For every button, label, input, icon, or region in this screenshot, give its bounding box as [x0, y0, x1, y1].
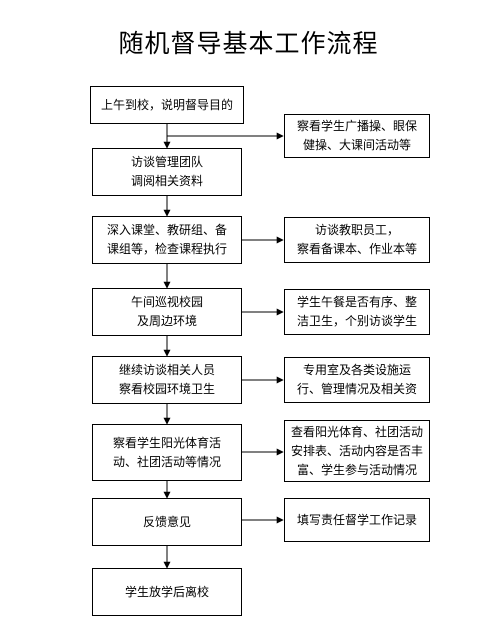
note-activity-schedule: 查看阳光体育、社团活动 安排表、活动内容是否丰 富、学生参与活动情况: [284, 420, 430, 482]
step-continue-interviews: 继续访谈相关人员 察看校园环境卫生: [92, 356, 242, 404]
step-line: 课组等，检查课程执行: [106, 242, 227, 256]
note-lunch-check: 学生午餐是否有序、整 洁卫生，个别访谈学生: [284, 289, 430, 335]
note-line: 学生午餐是否有序、整: [296, 295, 417, 309]
step-line: 察看学生阳光体育活: [112, 435, 221, 450]
step-noon-patrol: 午间巡视校园 及周边环境: [92, 288, 242, 336]
note-line: 行、管理情况及相关资: [296, 382, 417, 396]
note-line: 安排表、活动内容是否丰: [290, 443, 423, 458]
step-interview-management: 访谈管理团队 调阅相关资料: [92, 148, 242, 196]
step-students-leave: 学生放学后离校: [92, 568, 242, 616]
step-line: 反馈意见: [142, 514, 191, 529]
step-line: 午间巡视校园: [130, 295, 203, 309]
note-line: 访谈教职员工，: [314, 223, 399, 237]
note-facilities: 专用室及各类设施运 行、管理情况及相关资: [284, 357, 430, 403]
note-line: 察看备课本、作业本等: [296, 242, 417, 256]
note-line: 洁卫生，个别访谈学生: [296, 314, 417, 328]
step-observe-activities: 察看学生阳光体育活 动、社团活动等情况: [92, 424, 242, 481]
step-line: 深入课堂、教研组、备: [106, 223, 227, 237]
step-feedback: 反馈意见: [92, 498, 242, 546]
note-staff-interviews: 访谈教职员工， 察看备课本、作业本等: [284, 217, 430, 263]
step-line: 学生放学后离校: [124, 584, 209, 599]
note-line: 填写责任督学工作记录: [296, 512, 417, 527]
step-line: 继续访谈相关人员: [118, 363, 215, 377]
step-line: 及周边环境: [136, 314, 197, 328]
note-line: 富、学生参与活动情况: [296, 462, 417, 477]
note-exercises: 察看学生广播操、眼保 健操、大课间活动等: [284, 114, 430, 158]
note-record: 填写责任督学工作记录: [284, 498, 430, 542]
note-line: 健操、大课间活动等: [302, 138, 411, 152]
note-line: 查看阳光体育、社团活动: [290, 424, 423, 439]
page-title: 随机督导基本工作流程: [118, 29, 379, 58]
step-arrive-school: 上午到校，说明督导目的: [90, 86, 244, 124]
step-line: 上午到校，说明督导目的: [100, 97, 233, 112]
step-inspect-classrooms: 深入课堂、教研组、备 课组等，检查课程执行: [92, 216, 242, 264]
step-line: 调阅相关资料: [130, 174, 203, 188]
note-line: 专用室及各类设施运: [302, 363, 411, 377]
note-line: 察看学生广播操、眼保: [296, 119, 417, 133]
step-line: 察看校园环境卫生: [118, 382, 215, 396]
step-line: 访谈管理团队: [130, 155, 203, 169]
step-line: 动、社团活动等情况: [112, 454, 221, 469]
